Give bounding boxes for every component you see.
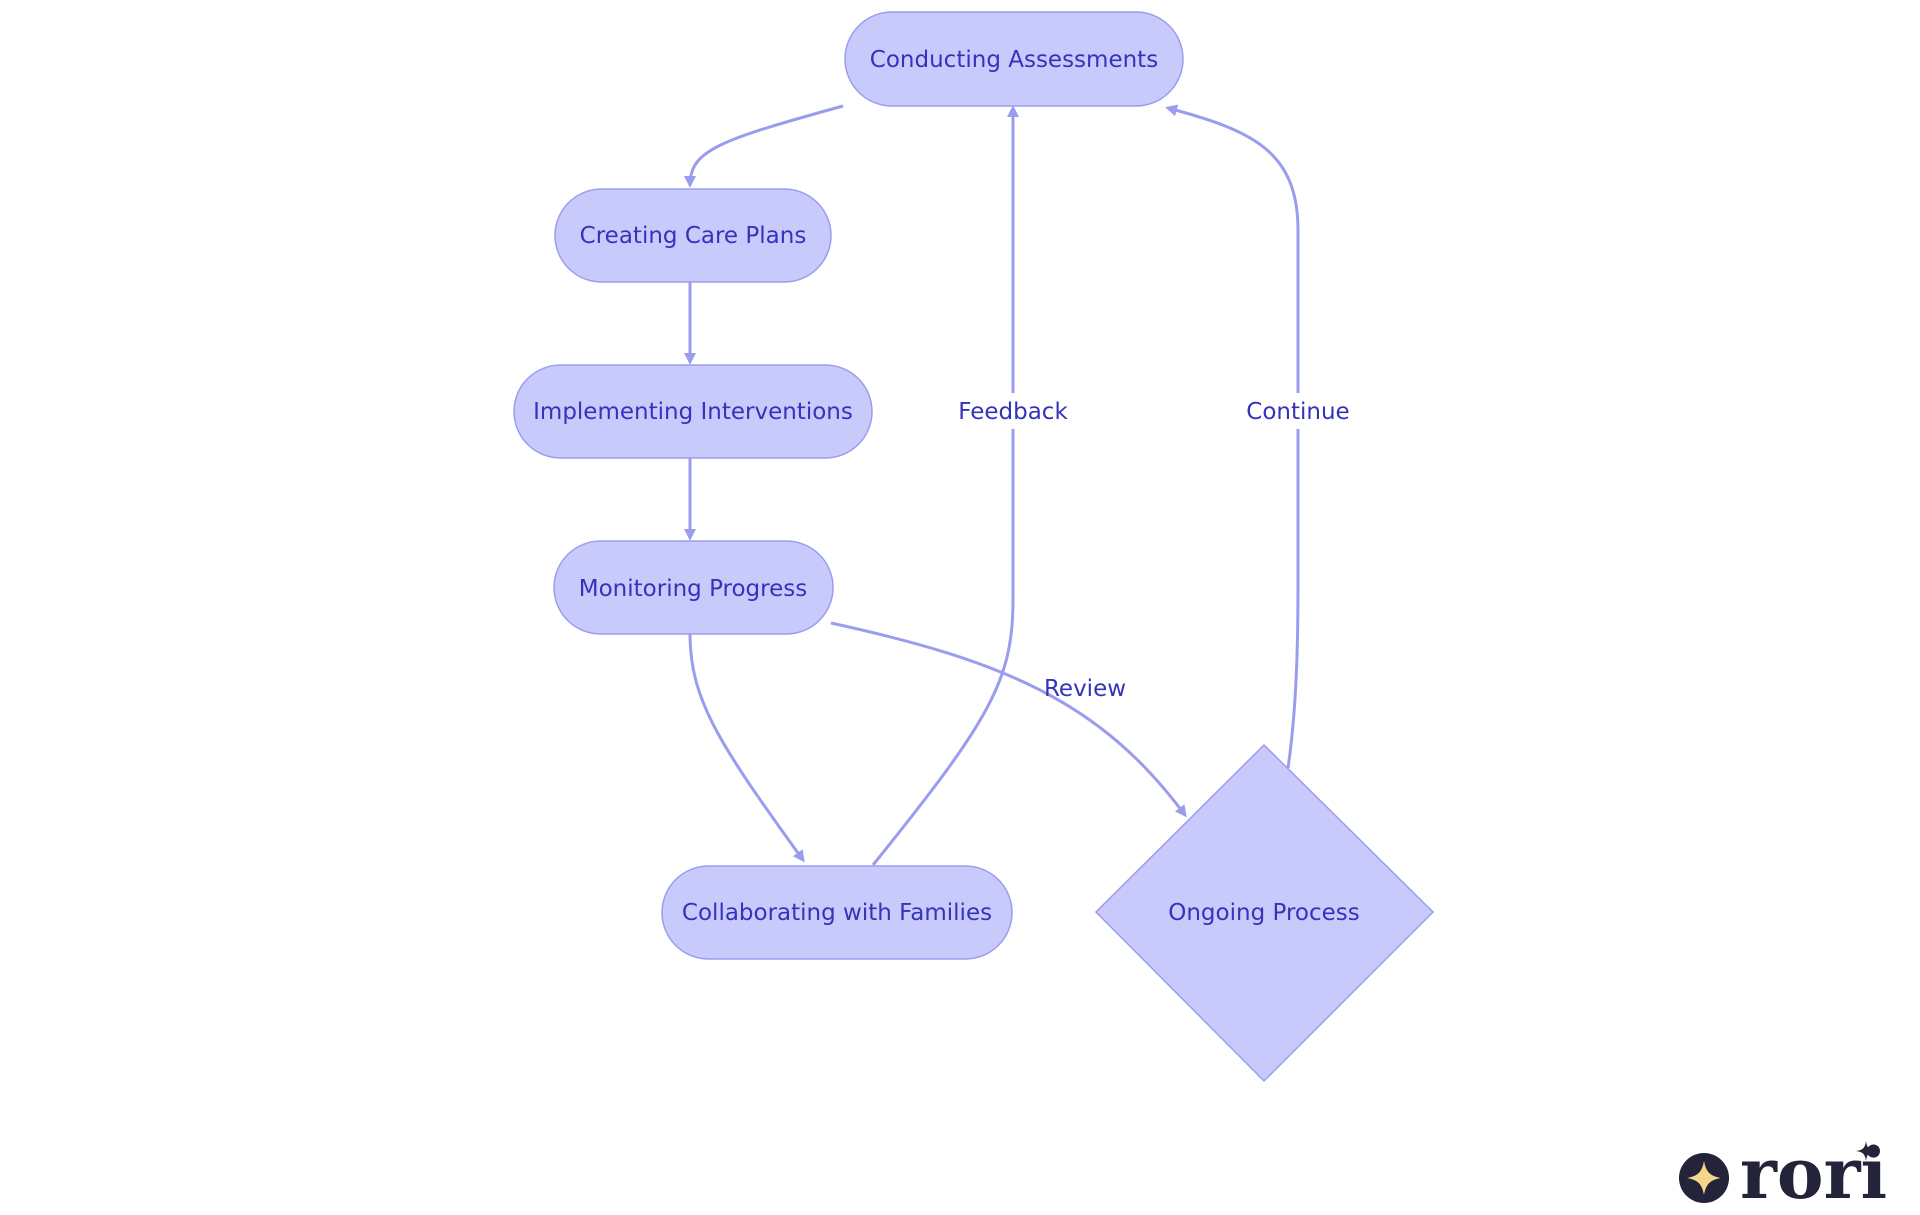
edge-ongoing-to-assessments-continue (1165, 104, 1300, 769)
edge-collaborating-to-assessments-feedback (871, 105, 1019, 866)
edge-label-feedback: Feedback (958, 399, 1068, 425)
sparkle-icon (1687, 1161, 1721, 1195)
edge-assessments-to-care-plans (684, 104, 844, 188)
node-collaborating-with-families: Collaborating with Families (661, 865, 1013, 960)
node-label-monitoring-progress: Monitoring Progress (579, 576, 807, 602)
node-label-implementing-interventions: Implementing Interventions (533, 399, 853, 425)
logo-wordmark: rori (1740, 1132, 1887, 1215)
edges (684, 104, 1300, 866)
edge-label-continue: Continue (1246, 399, 1349, 425)
node-label-collaborating-with-families: Collaborating with Families (682, 900, 992, 926)
edge-monitoring-to-ongoing-review (830, 621, 1187, 818)
node-label-conducting-assessments: Conducting Assessments (870, 47, 1158, 73)
nodes: Conducting Assessments Creating Care Pla… (513, 11, 1435, 1083)
logo-star-icon (1856, 1141, 1876, 1161)
node-label-ongoing-process: Ongoing Process (1168, 900, 1359, 926)
edge-label-continue-bg (1243, 393, 1353, 429)
edge-labels: Feedback Continue Review (958, 393, 1353, 702)
node-ongoing-process: Ongoing Process (1094, 743, 1435, 1083)
edge-label-feedback-bg (958, 393, 1068, 429)
node-monitoring-progress: Monitoring Progress (553, 540, 834, 635)
node-implementing-interventions: Implementing Interventions (513, 364, 873, 459)
node-label-creating-care-plans: Creating Care Plans (580, 223, 807, 249)
edge-monitoring-to-collaborating (688, 633, 805, 863)
node-conducting-assessments: Conducting Assessments (844, 11, 1184, 107)
node-creating-care-plans: Creating Care Plans (554, 188, 832, 283)
edge-label-review: Review (1044, 676, 1126, 702)
rori-logo: rori (1679, 1132, 1887, 1215)
